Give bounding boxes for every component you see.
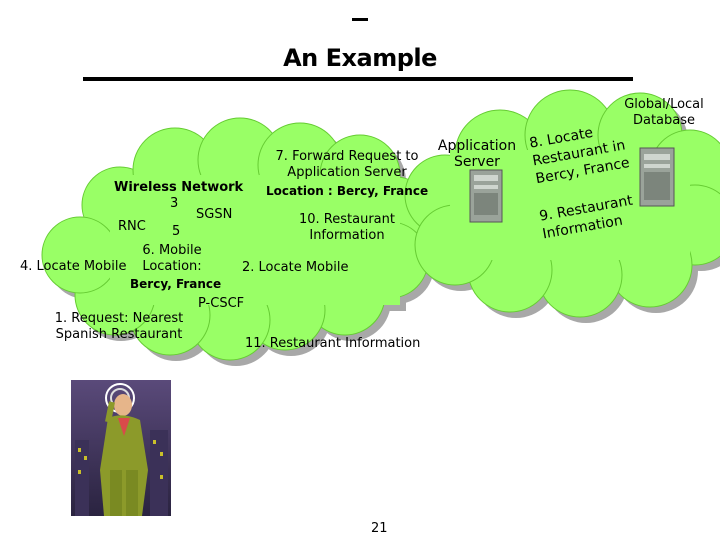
page-number: 21	[371, 521, 388, 536]
step-7-location-label: Location : Bercy, France	[266, 184, 429, 198]
step-6-label: 6. Mobile Location:	[142, 243, 202, 274]
step-3-label: 3	[170, 196, 179, 211]
step-1-label: 1. Request: Nearest Spanish Restaurant	[54, 311, 184, 342]
global-database-label: Global/Local Database	[624, 97, 704, 128]
step-11-label: 11. Restaurant Information	[245, 336, 421, 351]
application-server-icon	[469, 169, 503, 223]
pcscf-label: P-CSCF	[198, 296, 245, 311]
step-4-label: 4. Locate Mobile	[20, 259, 127, 274]
database-server-icon	[639, 147, 675, 207]
mobile-user-picture	[71, 380, 171, 516]
wireless-network-label: Wireless Network	[114, 180, 244, 195]
slide-title: An Example	[283, 44, 437, 72]
step-2-label: 2. Locate Mobile	[242, 260, 349, 275]
rnc-label: RNC	[118, 219, 146, 234]
sgsn-label: SGSN	[196, 207, 233, 222]
application-server-label: Application Server	[437, 138, 517, 170]
step-6-value: Bercy, France	[130, 277, 222, 291]
step-7-label: 7. Forward Request to Application Server	[275, 149, 419, 180]
title-rule	[83, 77, 633, 81]
step-10-label: 10. Restaurant Information	[299, 212, 395, 243]
step-5-label: 5	[172, 224, 181, 239]
title-dash	[352, 18, 368, 21]
